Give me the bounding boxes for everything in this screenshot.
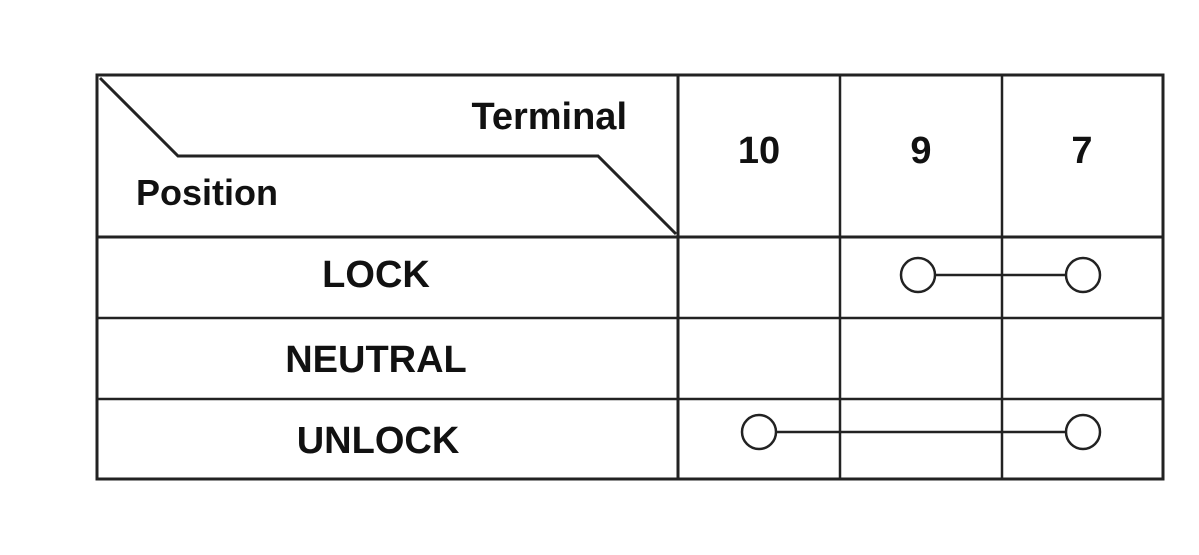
connection-dot-lock-terminal-7 [1064, 256, 1102, 294]
position-lock-label: LOCK [322, 254, 430, 296]
position-header-label: Position [136, 172, 278, 213]
continuity-connections [740, 256, 1102, 451]
position-unlock-label: UNLOCK [297, 420, 460, 462]
table-grid [95, 73, 1165, 481]
terminal-7-label: 7 [1071, 130, 1092, 172]
connection-dot-lock-terminal-9 [899, 256, 937, 294]
position-neutral-label: NEUTRAL [285, 339, 467, 381]
terminal-10-label: 10 [738, 130, 780, 172]
connection-dot-unlock-terminal-7 [1064, 413, 1102, 451]
terminal-9-label: 9 [910, 130, 931, 172]
header-diagonal-divider [98, 76, 678, 236]
terminal-header-label: Terminal [471, 96, 627, 138]
table-outer-border [95, 73, 1165, 481]
connection-dot-unlock-terminal-10 [740, 413, 778, 451]
